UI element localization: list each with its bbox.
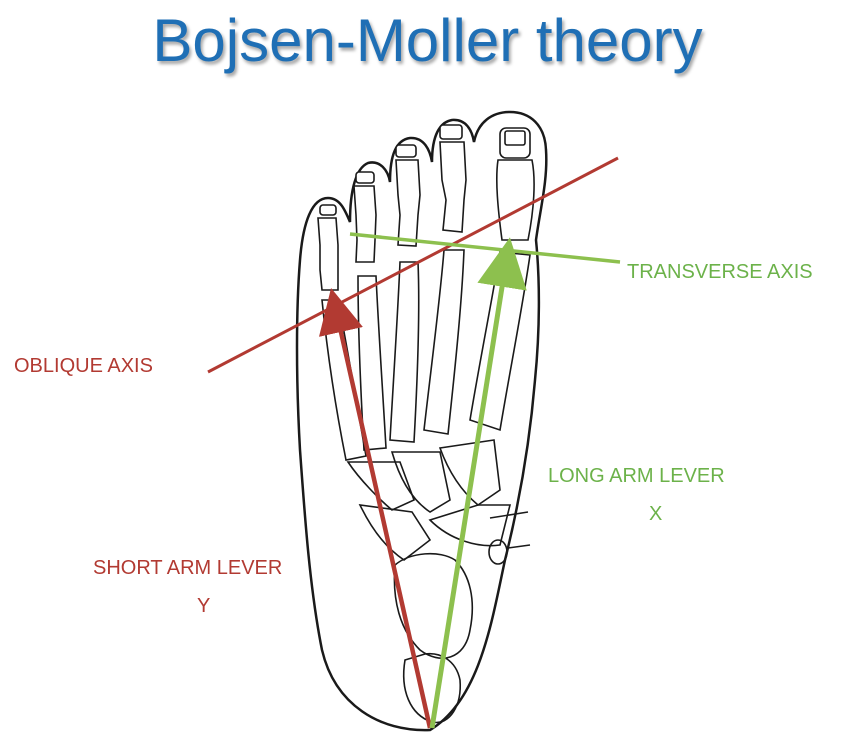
- short-arm-lever-var: Y: [197, 596, 210, 616]
- long-arm-lever-var: X: [649, 504, 662, 524]
- transverse-axis-line: [350, 234, 620, 262]
- metatarsals: [322, 250, 530, 460]
- long-arm-lever-label: LONG ARM LEVER: [548, 466, 725, 486]
- big-toe-phalanx: [497, 160, 534, 240]
- big-toe-nail: [505, 131, 525, 145]
- long-arm-lever-arrow: [432, 262, 506, 728]
- short-arm-lever-label: SHORT ARM LEVER: [93, 558, 282, 578]
- oblique-axis-label: OBLIQUE AXIS: [14, 356, 153, 376]
- transverse-axis-label: TRANSVERSE AXIS: [627, 262, 813, 282]
